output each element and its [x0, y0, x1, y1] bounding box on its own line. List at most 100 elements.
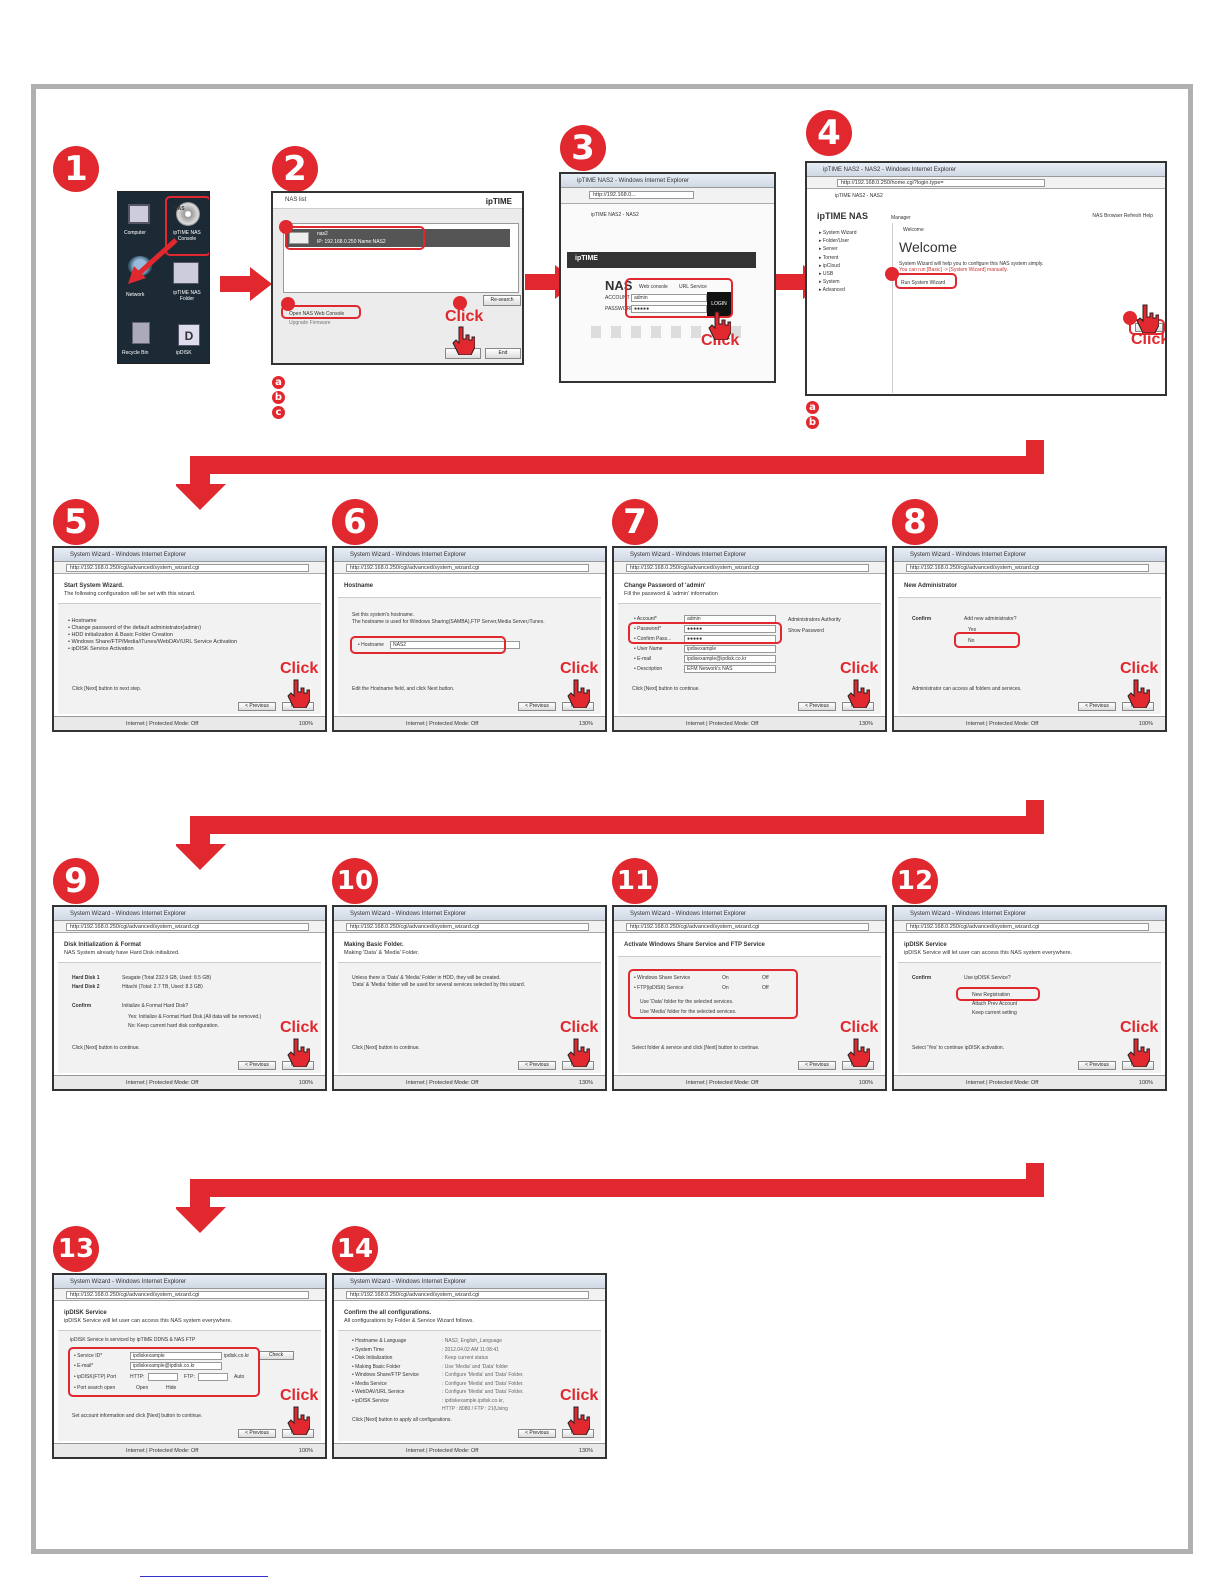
- zoom-level[interactable]: 130%: [858, 721, 873, 727]
- recycle-bin-icon[interactable]: [132, 322, 150, 344]
- status-text: Internet | Protected Mode: Off: [126, 1448, 199, 1454]
- username-field[interactable]: ipdisexample: [684, 645, 776, 653]
- login-tab[interactable]: ipTIME NAS2 - NAS2: [591, 212, 639, 218]
- step-badge-9: 9: [53, 858, 99, 904]
- zoom-level[interactable]: 130%: [578, 721, 593, 727]
- sidebar-item[interactable]: ▸ ipCloud: [819, 262, 840, 269]
- welcome-toolbar[interactable]: NAS Browser Refresh Help: [1092, 213, 1153, 219]
- previous-button[interactable]: < Previous: [798, 702, 836, 711]
- zoom-level[interactable]: 100%: [858, 1080, 873, 1086]
- return-arrow-icon: [176, 800, 1044, 870]
- email-input[interactable]: ipdiskexample@ipdisk.co.kr: [130, 1362, 222, 1370]
- zoom-level[interactable]: 100%: [298, 1448, 313, 1454]
- previous-button[interactable]: < Previous: [238, 1061, 276, 1070]
- highlight-run-wizard: [895, 273, 957, 289]
- address-bar[interactable]: http://192.168.0.250/cgi/advanced/system…: [906, 923, 1149, 931]
- sidebar-item[interactable]: ▸ Torrent: [819, 254, 839, 261]
- open-radio[interactable]: Open: [136, 1385, 149, 1391]
- ftp-port-input[interactable]: [198, 1373, 228, 1381]
- sidebar-item[interactable]: ▸ Server: [819, 246, 838, 253]
- zoom-level[interactable]: 100%: [1138, 1080, 1153, 1086]
- new-registration-radio[interactable]: New Registration: [972, 992, 1011, 998]
- sidebar-item[interactable]: ▸ Advanced: [819, 287, 845, 294]
- http-port-input[interactable]: [148, 1373, 178, 1381]
- nas-list-item[interactable]: [285, 229, 510, 247]
- sidebar-item[interactable]: ▸ USB: [819, 271, 834, 278]
- no-radio[interactable]: No: [968, 638, 975, 644]
- zoom-level[interactable]: 100%: [298, 1080, 313, 1086]
- address-bar[interactable]: http://192.168.0.250/cgi/advanced/system…: [66, 564, 309, 572]
- zoom-level[interactable]: 100%: [298, 721, 313, 727]
- address-bar[interactable]: http://192.168.0.250/cgi/advanced/system…: [906, 564, 1149, 572]
- address-bar[interactable]: http://192.168.0.250/cgi/advanced/system…: [626, 564, 869, 572]
- password-input[interactable]: ●●●●●: [631, 305, 707, 313]
- auto-checkbox[interactable]: Auto: [234, 1374, 245, 1380]
- nas-folder-icon[interactable]: [173, 262, 199, 284]
- hide-radio[interactable]: Hide: [166, 1385, 177, 1391]
- research-button[interactable]: Re-search: [483, 295, 521, 306]
- wizard-ipdisk-screenshot: System Wizard - Windows Internet Explore…: [892, 905, 1167, 1091]
- format-no-radio[interactable]: No: Keep current hard disk configuration…: [128, 1023, 219, 1029]
- address-bar[interactable]: http://192.168.0.250/cgi/advanced/system…: [346, 923, 589, 931]
- previous-button[interactable]: < Previous: [518, 702, 556, 711]
- list-item: • Change password of the default adminis…: [68, 625, 202, 631]
- upgrade-option[interactable]: Upgrade Firmware: [289, 320, 331, 326]
- config-key: • ipDISK Service: [352, 1397, 389, 1404]
- click-label: Click: [840, 660, 879, 677]
- url-service-radio[interactable]: URL Service: [679, 284, 707, 290]
- previous-button[interactable]: < Previous: [238, 1429, 276, 1438]
- zoom-level[interactable]: 130%: [578, 1448, 593, 1454]
- end-button[interactable]: End: [485, 348, 521, 359]
- run-wizard-checkbox[interactable]: Run System Wizard: [901, 280, 946, 286]
- previous-button[interactable]: < Previous: [1078, 702, 1116, 711]
- share-on-radio[interactable]: On: [722, 975, 729, 981]
- web-console-radio[interactable]: Web console: [639, 284, 668, 290]
- highlight-login: [625, 278, 733, 318]
- address-bar[interactable]: http://192.168.0.250/cgi/advanced/system…: [346, 564, 589, 572]
- service-id-input[interactable]: ipdiskexample: [130, 1352, 222, 1360]
- port-open-label: • Port search open: [74, 1385, 116, 1391]
- keep-setting-radio[interactable]: Keep current setting: [972, 1010, 1017, 1016]
- welcome-sidebar: [813, 223, 893, 393]
- ipdisk-icon[interactable]: D: [178, 324, 200, 346]
- highlight-nas-item: [285, 226, 425, 250]
- previous-button[interactable]: < Previous: [1078, 1061, 1116, 1070]
- address-bar[interactable]: http://192.168.0.250/cgi/advanced/system…: [346, 1291, 589, 1299]
- zoom-level[interactable]: 100%: [1138, 721, 1153, 727]
- nas-console-icon[interactable]: [176, 202, 200, 226]
- previous-button[interactable]: < Previous: [238, 702, 276, 711]
- description-field[interactable]: EFM Network's NAS: [684, 665, 776, 673]
- login-address-bar[interactable]: http://192.168.0...: [589, 191, 694, 199]
- sidebar-item[interactable]: ▸ Folder/User: [819, 238, 850, 245]
- previous-button[interactable]: < Previous: [798, 1061, 836, 1070]
- address-bar[interactable]: http://192.168.0.250/cgi/advanced/system…: [66, 923, 309, 931]
- open-console-option[interactable]: Open NAS Web Console: [289, 311, 345, 317]
- email-field[interactable]: ipdisexample@ipdisk.co.kr: [684, 655, 776, 663]
- attach-account-radio[interactable]: Attach Prev Account: [972, 1001, 1018, 1007]
- format-yes-radio[interactable]: Yes: Initialize & Format Hard Disk.(All …: [128, 1014, 262, 1020]
- ftp-off-radio[interactable]: Off: [762, 985, 769, 991]
- account-input[interactable]: admin: [631, 294, 707, 302]
- welcome-address-bar[interactable]: http://192.168.0.250/home.cgi?login.type…: [837, 179, 1045, 187]
- sidebar-item[interactable]: ▸ System: [819, 279, 840, 286]
- disk1-label: Hard Disk 1: [72, 975, 100, 981]
- media-folder-checkbox[interactable]: Use 'Media' folder for the selected serv…: [640, 1009, 737, 1015]
- previous-button[interactable]: < Previous: [518, 1429, 556, 1438]
- previous-button[interactable]: < Previous: [518, 1061, 556, 1070]
- hostname-input[interactable]: NAS2: [390, 641, 520, 649]
- yes-radio[interactable]: Yes: [968, 627, 977, 633]
- welcome-tab[interactable]: ipTIME NAS2 - NAS2: [835, 193, 883, 199]
- show-password-checkbox[interactable]: Show Password: [788, 628, 824, 634]
- share-off-radio[interactable]: Off: [762, 975, 769, 981]
- ftp-on-radio[interactable]: On: [722, 985, 729, 991]
- address-bar[interactable]: http://192.168.0.250/cgi/advanced/system…: [626, 923, 869, 931]
- status-text: Internet | Protected Mode: Off: [966, 1080, 1039, 1086]
- password-field[interactable]: ●●●●●: [684, 625, 776, 633]
- computer-icon[interactable]: [128, 204, 150, 224]
- zoom-level[interactable]: 130%: [578, 1080, 593, 1086]
- address-bar[interactable]: http://192.168.0.250/cgi/advanced/system…: [66, 1291, 309, 1299]
- data-folder-checkbox[interactable]: Use 'Data' folder for the selected servi…: [640, 999, 734, 1005]
- check-button[interactable]: Check: [258, 1351, 294, 1360]
- sidebar-item[interactable]: ▸ System Wizard: [819, 230, 857, 236]
- nas-item-name: nas2: [317, 231, 328, 237]
